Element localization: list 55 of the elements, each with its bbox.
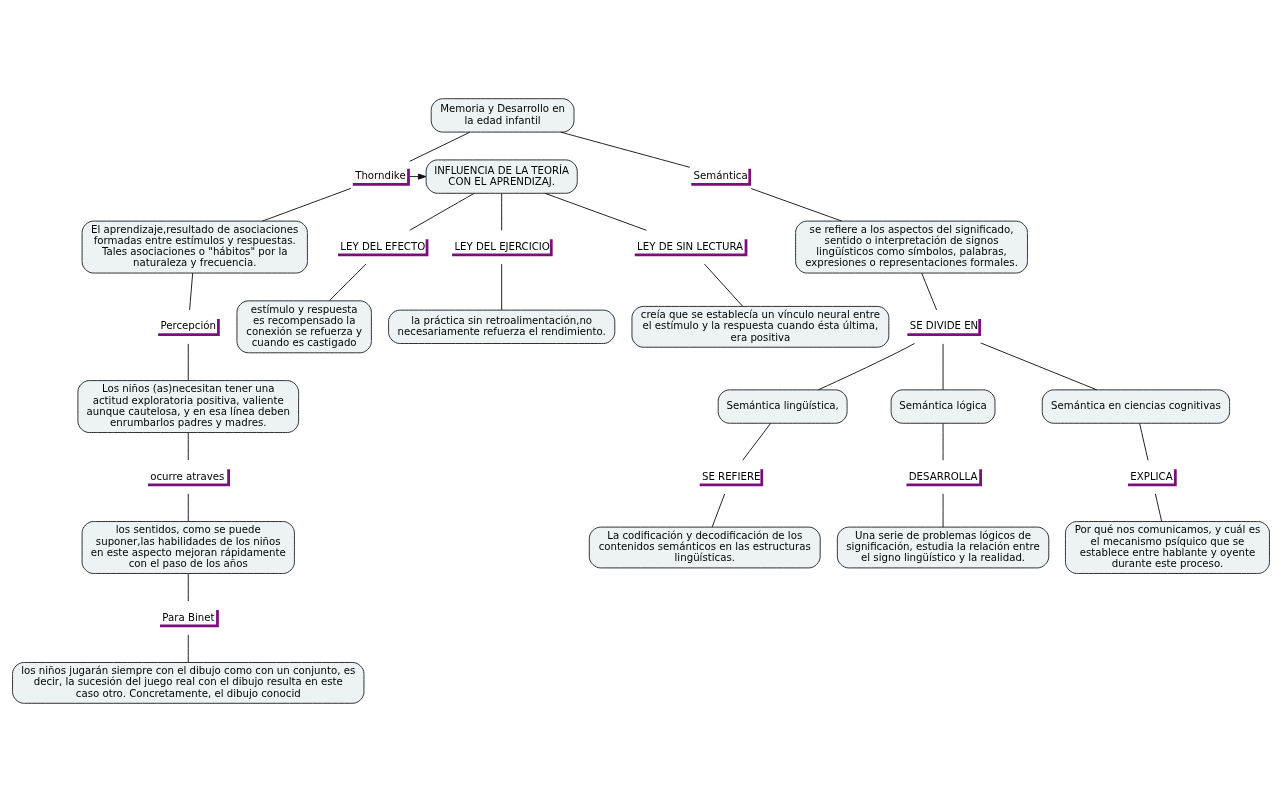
connector — [262, 187, 352, 222]
node-text: Percepción — [160, 320, 216, 332]
node-box: El aprendizaje,resultado de asociaciones formadas entre estímulos y respuestas. Tales asociaciones o "hábitos" por la naturaleza y frecuencia. — [81, 220, 308, 274]
node-box: los sentidos, como se puede suponer,las habilidades de los niños en este aspecto mejoran rápidamente con el paso de los años — [81, 521, 295, 574]
node-box: creía que se establecía un vínculo neural entre el estímulo y la respuesta cuando ésta última, era positiva — [631, 305, 890, 348]
node-text: Semántica — [693, 170, 748, 182]
connector — [187, 343, 189, 381]
node-box: la práctica sin retroalimentación,no necesariamente refuerza el rendimiento. — [388, 309, 616, 344]
connector — [187, 634, 189, 663]
connector — [921, 272, 938, 311]
connector — [560, 131, 691, 168]
node-text: Thorndike — [355, 170, 406, 182]
node-box: Memoria y Desarrollo en la edad infantil — [430, 98, 575, 133]
connector — [187, 573, 189, 602]
node-text: LEY DEL EJERCICIO — [454, 240, 550, 252]
node-text: EXPLICA — [1130, 470, 1173, 482]
node-box: se refiere a los aspectos del significado, sentido o interpretación de signos lingüísticos como símbolos, palabras, expresiones o representaciones formales. — [795, 220, 1028, 274]
connector — [942, 493, 944, 528]
connector — [189, 272, 194, 311]
connector — [187, 493, 189, 522]
connector — [1154, 493, 1163, 522]
connector — [817, 343, 915, 391]
node-box: Semántica en ciencias cognitivas — [1041, 389, 1231, 424]
node-box: los niños jugarán siempre con el dibujo como con un conjunto, es decir, la sucesión del juego real con el dibujo resulta en este caso otro. Concretamente, el dibujo conocid — [12, 662, 365, 704]
connector — [329, 263, 367, 302]
node-box: estímulo y respuesta es recompensado la conexión se refuerza y cuando es castigado — [236, 300, 372, 354]
connector — [501, 192, 503, 231]
node-text: SE REFIERE — [701, 470, 761, 482]
node-text: Para Binet — [162, 611, 215, 623]
node-box: Los niños (as)necesitan tener una actitud exploratoria positiva, valiente aunque cautelosa, y en esa línea deben enrumbarlos padres y madres. — [77, 380, 300, 433]
node-text: DESARROLLA — [908, 470, 978, 482]
connector — [187, 432, 189, 461]
node-box: Semántica lingüística, — [717, 389, 848, 424]
node-box: INFLUENCIA DE LA TEORÍA CON EL APRENDIZAJ. — [425, 159, 578, 194]
connector — [704, 263, 743, 307]
connector — [409, 192, 475, 231]
connector — [750, 188, 843, 222]
connector — [409, 131, 471, 162]
connector — [980, 342, 1098, 391]
node-text: LEY DE SIN LECTURA — [637, 240, 744, 252]
connector — [711, 493, 726, 528]
node-box: Semántica lógica — [890, 389, 996, 424]
connector — [942, 343, 944, 391]
node-box: Por qué nos comunicamos, y cuál es el mecanismo psíquico que se establece entre hablante y oyente durante este proceso. — [1065, 521, 1270, 574]
connector — [501, 263, 503, 311]
node-text: LEY DEL EFECTO — [340, 240, 426, 252]
arrow — [409, 173, 427, 180]
node-box: Una serie de problemas lógicos de significación, estudia la relación entre el signo lingüístico y la realidad. — [836, 526, 1050, 569]
node-text: SE DIVIDE EN — [909, 320, 979, 332]
connector — [544, 192, 647, 231]
node-box: La codificación y decodificación de los contenidos semánticos en las estructuras lingüísticas. — [588, 526, 821, 569]
connector — [742, 422, 772, 461]
node-text: ocurre atraves — [150, 470, 225, 482]
connector — [942, 422, 944, 461]
connector — [1139, 422, 1149, 461]
